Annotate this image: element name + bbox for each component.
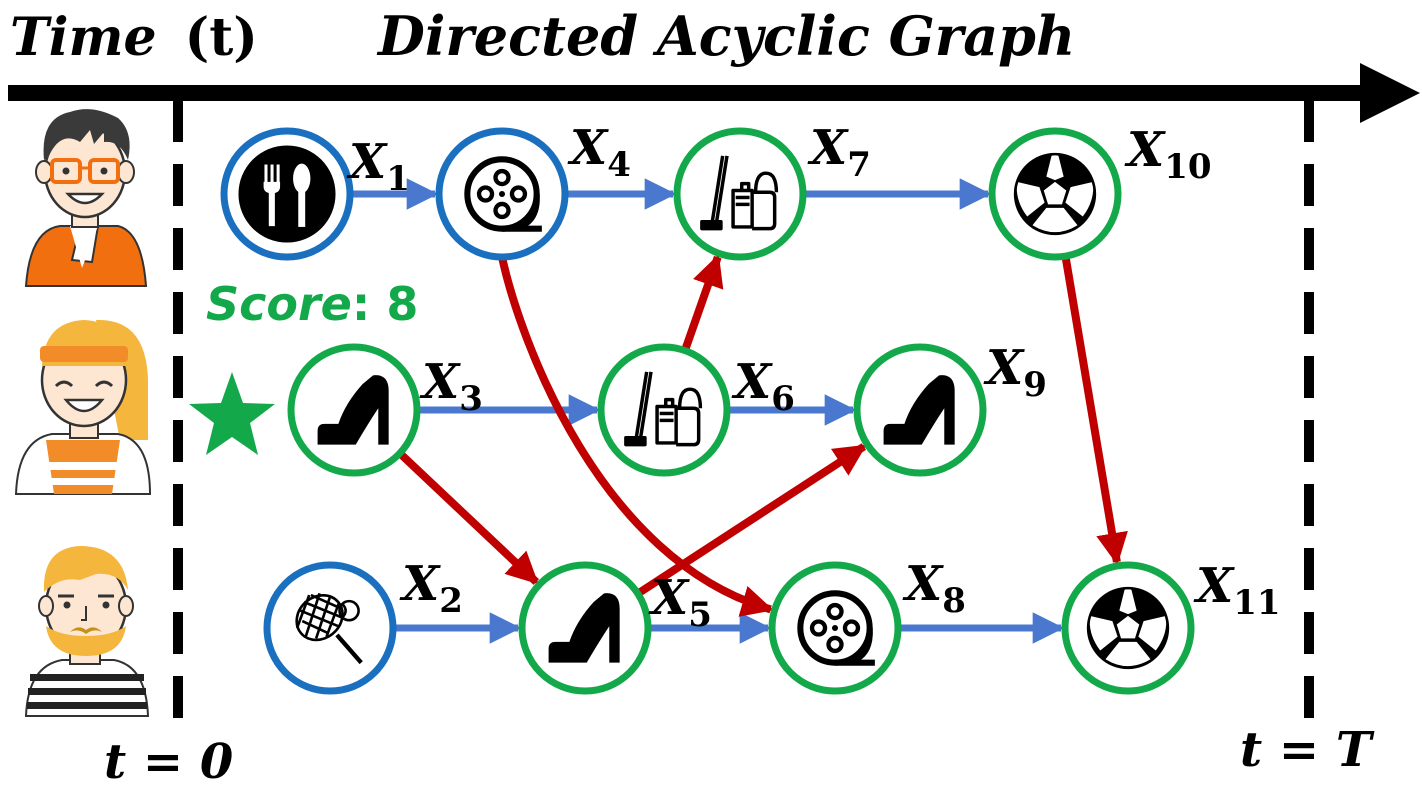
node-label-base: X [1193,558,1235,614]
node-label: X10 [1124,122,1212,187]
node-label-subscript: 1 [386,159,410,199]
soccer-ball-icon [1086,586,1170,670]
node-label-subscript: 8 [942,581,966,621]
edge-x6-x7 [681,254,724,351]
utensils-icon [238,145,336,243]
soccer-ball-icon [1013,152,1097,236]
svg-text:Time (t): Time (t) [10,7,258,68]
node-label: X7 [807,120,871,185]
node-label: X3 [419,354,483,419]
node-label: X1 [346,134,410,199]
start-time-label: t = 0 [104,734,233,786]
time-variable: (t) [185,7,258,68]
node-label-base: X [399,556,441,612]
time-label: Time [10,7,157,68]
score-value: 8 [386,277,418,331]
node-label-subscript: 5 [688,595,712,635]
node-x10: X10 [988,122,1212,261]
node-x2: X2 [263,556,463,695]
edge-x3-x5 [398,451,540,585]
node-label-base: X [419,354,461,410]
node-label-base: X [983,340,1025,396]
node-x9: X9 [853,340,1047,477]
node-label-subscript: 11 [1233,583,1280,623]
time-axis [8,63,1420,123]
node-label: X11 [1193,558,1281,623]
node-label: X6 [731,354,795,419]
node-label-subscript: 9 [1023,365,1047,405]
edge-x4-x8 [498,256,774,617]
node-label-subscript: 7 [847,145,871,185]
node-x4: X4 [435,120,631,261]
node-label: X4 [567,120,631,185]
node-label-subscript: 4 [607,145,631,185]
node-x3: X3 [287,343,483,477]
node-x6: X6 [597,343,795,477]
user-2-avatar [14,319,152,495]
node-label: X8 [902,556,966,621]
node-label-base: X [648,570,690,626]
edge-layer [352,178,1128,644]
node-label-base: X [807,120,849,176]
node-label-subscript: 10 [1164,147,1211,187]
node-x11: X11 [1061,558,1281,695]
node-x8: X8 [768,556,966,695]
edge-x5-x9 [637,443,867,596]
node-label-subscript: 2 [439,581,463,621]
star-icon [189,372,275,455]
diagram-title: Directed Acyclic Graph [376,4,1075,68]
node-label: X5 [648,570,712,635]
svg-text:Score: 8: Score: 8 [206,277,418,331]
node-label-subscript: 6 [771,379,795,419]
node-label-base: X [731,354,773,410]
node-ring [597,343,731,477]
node-label-base: X [346,134,388,190]
user-1-avatar [24,109,148,287]
node-ring [673,127,807,261]
node-label: X9 [983,340,1047,405]
node-label: X2 [399,556,463,621]
user-3-avatar [24,546,150,717]
score-label: Score [206,277,352,331]
node-label-subscript: 3 [459,379,483,419]
end-time-label: t = T [1240,722,1375,778]
node-x7: X7 [673,120,871,261]
node-label-base: X [902,556,944,612]
node-x5: X5 [518,561,712,695]
node-label-base: X [567,120,609,176]
node-label-base: X [1124,122,1166,178]
node-x1: X1 [220,127,410,261]
edge-x10-x11 [1061,257,1128,566]
